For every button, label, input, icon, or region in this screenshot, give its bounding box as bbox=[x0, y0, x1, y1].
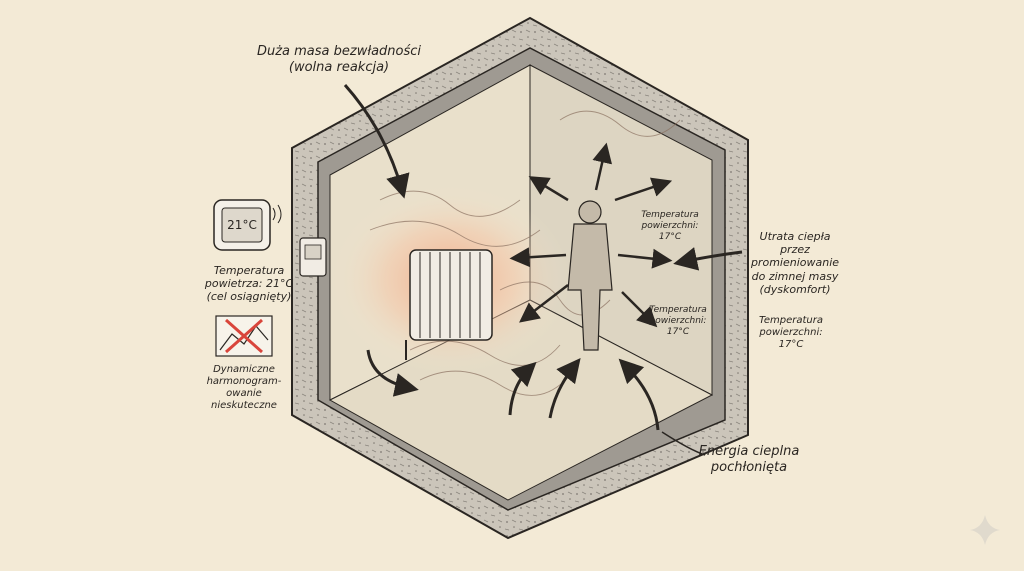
crossed-chart-icon bbox=[215, 315, 273, 357]
floor-energy-arrows bbox=[366, 349, 660, 431]
surface-temp-back-label: Temperatura powierzchni: 17°C bbox=[641, 210, 699, 242]
radiator-icon bbox=[405, 249, 493, 360]
energy-leader-line bbox=[661, 431, 706, 456]
thermostat-display: 21°C bbox=[227, 218, 257, 232]
person-figure-icon bbox=[567, 200, 613, 351]
thermal-mass-arrow bbox=[343, 84, 410, 199]
thermostat-icon bbox=[213, 199, 282, 251]
radiation-arrows bbox=[509, 142, 673, 328]
heat-loss-label: Utrata ciepła przez promieniowanie do zi… bbox=[750, 230, 840, 296]
dynamic-scheduling-label: Dynamiczne harmonogram- owanie nieskutec… bbox=[206, 364, 282, 411]
wall-panel-icon bbox=[299, 237, 327, 277]
heat-loss-arrow bbox=[673, 247, 743, 271]
surface-temp-side-label: Temperatura powierzchni: 17°C bbox=[649, 305, 707, 337]
energy-absorbed-label: Energia cieplna pochłonięta bbox=[698, 444, 800, 475]
thermal-mass-label: Duża masa bezwładności (wolna reakcja) bbox=[256, 44, 422, 75]
surface-temp-outer-label: Temperatura powierzchni: 17°C bbox=[758, 315, 823, 350]
air-temperature-label: Temperatura powietrza: 21°C (cel osiągni… bbox=[204, 264, 294, 304]
sparkle-icon bbox=[970, 515, 1000, 545]
